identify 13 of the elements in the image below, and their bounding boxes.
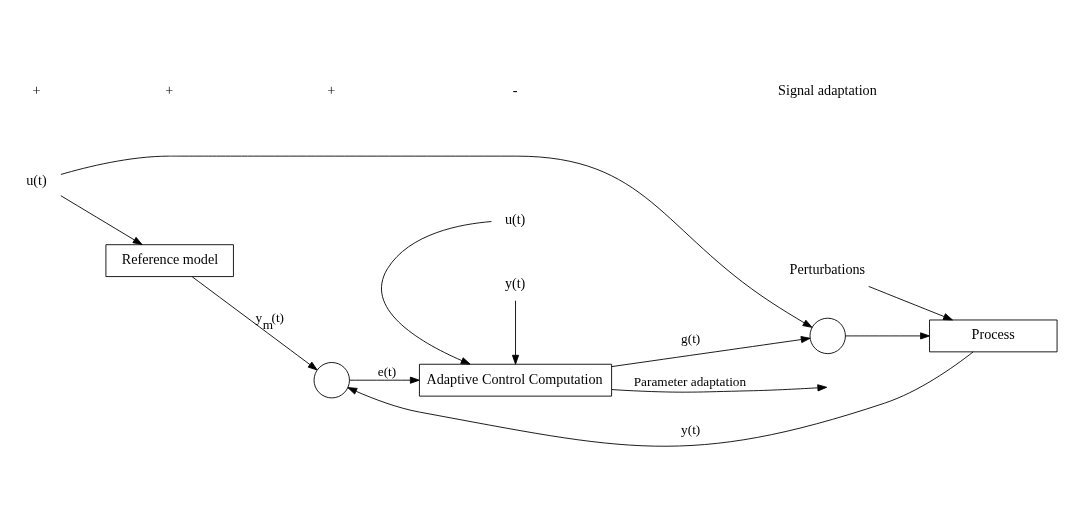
edge-label: Parameter adaptation [633,373,747,389]
node-text: y(t) [504,274,526,291]
label: Signal adaptation [778,81,877,98]
edge-label: g(t) [681,330,701,346]
node-text: u(t) [26,171,47,188]
node-text: Perturbations [789,260,866,277]
label: + [327,81,336,98]
edge-label: e(t) [377,363,397,379]
edge-label: y(t) [681,421,701,437]
label: + [165,81,174,98]
label: - [512,81,518,98]
node-text: u(t) [504,210,526,227]
label: + [32,81,41,98]
